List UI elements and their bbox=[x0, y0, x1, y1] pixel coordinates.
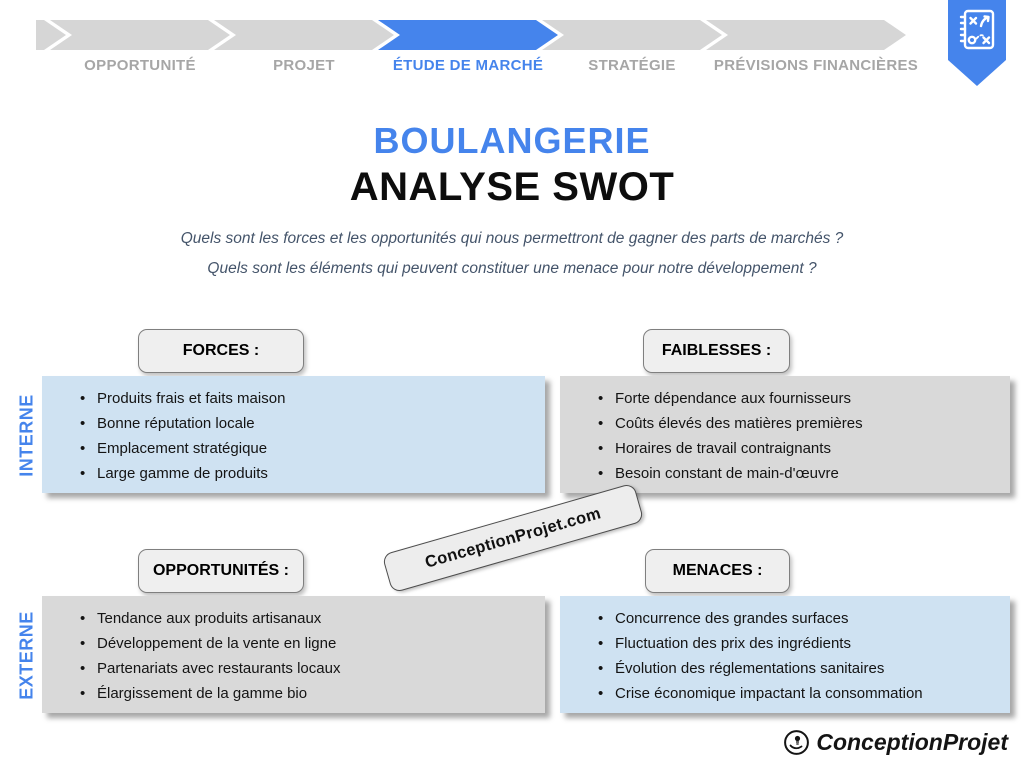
strategy-ribbon-badge bbox=[948, 0, 1006, 88]
chevron-segment-previsions[interactable] bbox=[706, 20, 906, 50]
list-item: Crise économique impactant la consommati… bbox=[598, 681, 1002, 706]
list-item: Évolution des réglementations sanitaires bbox=[598, 656, 1002, 681]
quadrant-header-forces: FORCES : bbox=[138, 329, 304, 373]
list-item: Partenariats avec restaurants locaux bbox=[80, 656, 537, 681]
list-item: Tendance aux produits artisanaux bbox=[80, 606, 537, 631]
opportunites-panel: Tendance aux produits artisanaux Dévelop… bbox=[42, 596, 545, 713]
list-item: Besoin constant de main-d'œuvre bbox=[598, 461, 1002, 486]
opportunites-list: Tendance aux produits artisanaux Dévelop… bbox=[42, 596, 545, 706]
chevron-segment-opportunite[interactable] bbox=[50, 20, 230, 50]
list-item: Emplacement stratégique bbox=[80, 436, 537, 461]
logo-text: ConceptionProjet bbox=[816, 729, 1008, 755]
list-item: Bonne réputation locale bbox=[80, 411, 537, 436]
quadrant-header-opportunites: OPPORTUNITÉS : bbox=[138, 549, 304, 593]
watermark-text: ConceptionProjet.com bbox=[422, 503, 603, 572]
faiblesses-list: Forte dépendance aux fournisseurs Coûts … bbox=[560, 376, 1010, 486]
list-item: Large gamme de produits bbox=[80, 461, 537, 486]
faiblesses-panel: Forte dépendance aux fournisseurs Coûts … bbox=[560, 376, 1010, 493]
footer-logo: ConceptionProjet bbox=[783, 729, 1008, 756]
list-item: Concurrence des grandes surfaces bbox=[598, 606, 1002, 631]
step-label-opportunite[interactable]: OPPORTUNITÉ bbox=[84, 57, 196, 74]
step-label-etude-de-marche[interactable]: ÉTUDE DE MARCHÉ bbox=[392, 57, 544, 74]
menaces-panel: Concurrence des grandes surfaces Fluctua… bbox=[560, 596, 1010, 713]
step-label-previsions-financieres[interactable]: PRÉVISIONS FINANCIÈRES bbox=[713, 57, 919, 74]
list-item: Coûts élevés des matières premières bbox=[598, 411, 1002, 436]
list-item: Développement de la vente en ligne bbox=[80, 631, 537, 656]
list-item: Fluctuation des prix des ingrédients bbox=[598, 631, 1002, 656]
forces-list: Produits frais et faits maison Bonne rép… bbox=[42, 376, 545, 486]
question-line-1: Quels sont les forces et les opportunité… bbox=[180, 230, 844, 247]
quadrant-header-faiblesses: FAIBLESSES : bbox=[643, 329, 790, 373]
process-stepper bbox=[36, 20, 906, 50]
strategy-playbook-icon bbox=[948, 0, 1006, 86]
list-item: Produits frais et faits maison bbox=[80, 386, 537, 411]
watermark-badge: ConceptionProjet.com bbox=[381, 482, 645, 594]
hand-lightbulb-icon bbox=[784, 730, 810, 755]
step-label-projet[interactable]: PROJET bbox=[273, 57, 335, 74]
chevron-segment-projet[interactable] bbox=[214, 20, 394, 50]
slide-title: BOULANGERIE bbox=[373, 120, 651, 161]
externe-axis-label: EXTERNE bbox=[16, 611, 37, 700]
quadrant-header-menaces: MENACES : bbox=[645, 549, 790, 593]
chevron-segment-etude-de-marche[interactable] bbox=[378, 20, 558, 50]
forces-panel: Produits frais et faits maison Bonne rép… bbox=[42, 376, 545, 493]
interne-axis-label: INTERNE bbox=[16, 394, 37, 477]
menaces-list: Concurrence des grandes surfaces Fluctua… bbox=[560, 596, 1010, 706]
list-item: Élargissement de la gamme bio bbox=[80, 681, 537, 706]
chevron-segment-strategie[interactable] bbox=[542, 20, 722, 50]
step-label-strategie[interactable]: STRATÉGIE bbox=[588, 57, 676, 74]
question-line-2: Quels sont les éléments qui peuvent cons… bbox=[207, 260, 817, 277]
list-item: Forte dépendance aux fournisseurs bbox=[598, 386, 1002, 411]
list-item: Horaires de travail contraignants bbox=[598, 436, 1002, 461]
slide-subtitle: ANALYSE SWOT bbox=[349, 165, 675, 209]
